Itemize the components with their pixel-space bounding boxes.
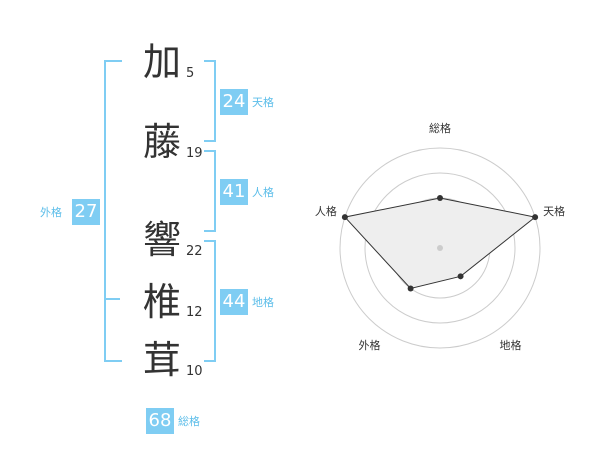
name-char-5: 茸: [142, 338, 181, 382]
radar-point: [532, 214, 539, 221]
jin-bracket: [204, 150, 216, 232]
chi-kaku-label: 地格: [252, 296, 274, 309]
stroke-count-5: 10: [186, 364, 203, 379]
name-char-2: 藤: [142, 120, 181, 164]
stroke-count-3: 22: [186, 244, 203, 259]
sou-kaku-value: 68: [146, 408, 174, 434]
gai-bracket-mid: [106, 298, 120, 300]
stroke-count-2: 19: [186, 146, 203, 161]
radar-point: [407, 285, 414, 292]
gai-kaku-value: 27: [72, 199, 100, 225]
radar-ring: [364, 172, 516, 324]
chi-kaku-value: 44: [220, 289, 248, 315]
gai-bracket: [104, 60, 122, 362]
radar-axis-label: 人格: [315, 204, 337, 218]
radar-points: [341, 195, 539, 292]
name-char-3: 響: [142, 218, 181, 262]
radar-axis-label: 天格: [543, 204, 565, 218]
radar-axis-label: 総格: [429, 121, 451, 135]
radar-point: [341, 214, 348, 221]
ten-bracket: [204, 60, 216, 142]
stroke-count-4: 12: [186, 305, 203, 320]
radar-center: [437, 245, 443, 251]
gai-kaku-label: 外格: [40, 206, 62, 219]
chi-bracket: [204, 240, 216, 362]
radar-polygon: [343, 197, 537, 290]
sou-kaku-label: 総格: [178, 415, 200, 428]
radar-axis-label: 外格: [358, 338, 380, 352]
name-char-1: 加: [142, 40, 181, 84]
radar-point: [457, 273, 464, 280]
radar-ring: [339, 147, 541, 349]
radar-point: [437, 195, 443, 201]
stroke-count-1: 5: [186, 66, 195, 81]
name-char-4: 椎: [142, 280, 181, 324]
jin-kaku-value: 41: [220, 179, 248, 205]
ten-kaku-value: 24: [220, 89, 248, 115]
ten-kaku-label: 天格: [252, 96, 274, 109]
radar-axis-label: 地格: [500, 338, 522, 352]
jin-kaku-label: 人格: [252, 186, 274, 199]
